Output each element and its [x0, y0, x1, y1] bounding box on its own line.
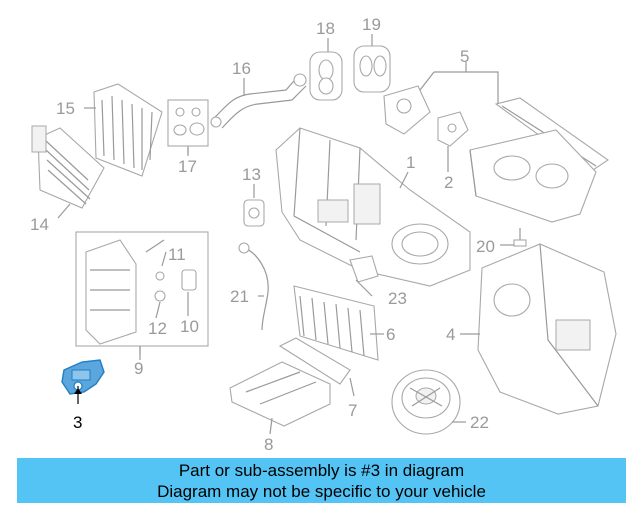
- part-7-bracket: [278, 337, 351, 385]
- banner-line-2: Diagram may not be specific to your vehi…: [157, 482, 486, 501]
- callout-19: 19: [362, 15, 381, 34]
- part-3-highlighted-actuator: [61, 359, 105, 404]
- part-23-resistor: [349, 255, 379, 283]
- callout-13: 13: [242, 165, 261, 184]
- callout-15: 15: [56, 99, 75, 118]
- part-14-heater-core: [31, 125, 105, 209]
- part-8-cover: [229, 361, 331, 427]
- parts-diagram: 1 2 3 4 5 6 7 8 9 10 11 12 13 14 15 16 1…: [30, 15, 617, 450]
- part-9-evaporator-kit: [75, 231, 209, 354]
- callout-8: 8: [264, 435, 273, 450]
- part-18-seal: [309, 51, 343, 101]
- callout-12: 12: [148, 319, 167, 338]
- callout-17: 17: [178, 157, 197, 176]
- callout-23: 23: [388, 289, 407, 308]
- info-banner: Part or sub-assembly is #3 in diagram Di…: [17, 458, 626, 503]
- callout-18: 18: [316, 19, 335, 38]
- callout-4: 4: [446, 325, 455, 344]
- part-22-blower-motor: [391, 369, 461, 435]
- callout-1: 1: [406, 153, 415, 172]
- callout-16: 16: [232, 59, 251, 78]
- part-6-cabin-filter: [293, 285, 379, 361]
- banner-line-1: Part or sub-assembly is #3 in diagram: [178, 461, 465, 480]
- callout-22: 22: [470, 413, 489, 432]
- callout-6: 6: [386, 325, 395, 344]
- callout-7: 7: [348, 401, 357, 420]
- callout-20: 20: [476, 237, 495, 256]
- part-1-heater-housing: [275, 127, 471, 287]
- housing-upper-right: [469, 129, 597, 223]
- callout-9: 9: [134, 359, 143, 378]
- part-4-lower-housing: [477, 243, 617, 415]
- part-17-seal-kit: [167, 99, 209, 154]
- part-21-drain-hose: [238, 242, 269, 331]
- part-19-seal: [353, 45, 391, 93]
- callout-2: 2: [444, 173, 453, 192]
- callout-14: 14: [30, 215, 49, 234]
- callout-3: 3: [73, 413, 82, 432]
- leader-lines: [57, 34, 514, 435]
- part-15-core: [93, 83, 163, 177]
- callout-10: 10: [180, 317, 199, 336]
- callout-5: 5: [460, 47, 469, 66]
- part-13-sensor: [243, 184, 265, 227]
- part-20-bolt: [513, 228, 527, 247]
- part-16-pipes: [210, 73, 307, 129]
- callout-21: 21: [230, 287, 249, 306]
- callout-11: 11: [168, 245, 186, 264]
